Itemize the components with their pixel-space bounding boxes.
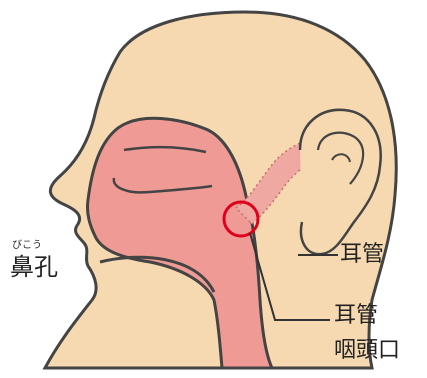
pharyngeal-opening-label-line1: 耳管 (334, 305, 378, 327)
nostril-label: 鼻孔 (10, 255, 58, 279)
pharyngeal-opening-label-line2: 咽頭口 (334, 340, 400, 362)
nostril-ruby: びこう (12, 241, 42, 251)
eustachian-tube-label: 耳管 (340, 244, 384, 266)
